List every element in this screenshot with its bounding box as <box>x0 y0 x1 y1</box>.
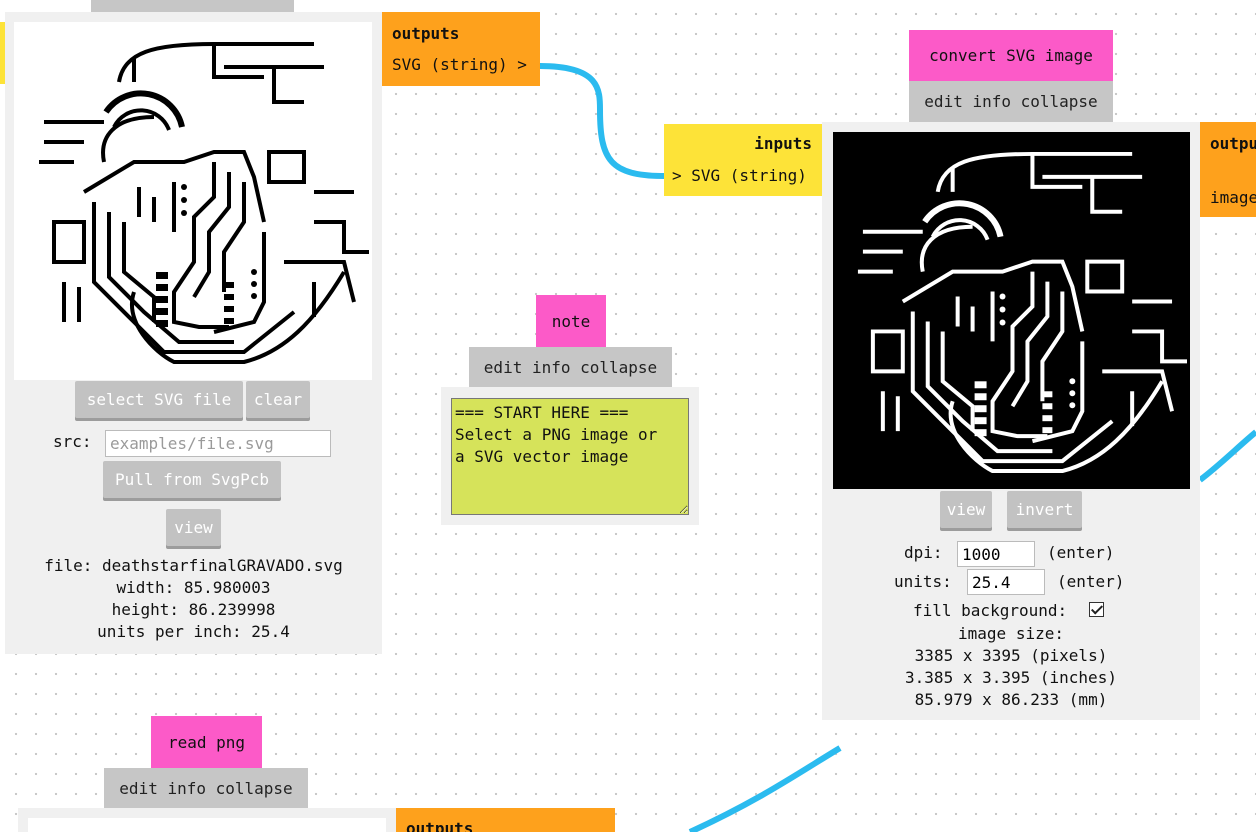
pcb-preview-svg <box>39 42 369 364</box>
src-input[interactable] <box>105 430 331 457</box>
image-size-mm: 85.979 x 86.233 (mm) <box>914 690 1108 709</box>
image-size-label: image size: <box>958 624 1064 643</box>
dpi-input[interactable] <box>957 541 1035 567</box>
convert-outputs: outpu image <box>1200 122 1256 217</box>
image-size-inches: 3.385 x 3.395 (inches) <box>905 668 1117 687</box>
svg-module-outputs: outputs SVG (string) > <box>382 12 540 86</box>
svg-view-button[interactable]: view <box>166 509 221 546</box>
note-textarea[interactable] <box>451 398 689 515</box>
select-svg-file-button[interactable]: select SVG file <box>75 381 243 418</box>
read-png-title[interactable]: read png <box>151 716 262 768</box>
svg-module-panel: select SVG file clear src: Pull from Svg… <box>5 12 382 654</box>
read-png-panel <box>18 808 396 832</box>
src-label: src: <box>53 432 92 451</box>
converted-image-preview <box>833 132 1190 489</box>
dpi-label: dpi: <box>904 543 943 562</box>
svg-units-per-inch: units per inch: 25.4 <box>97 622 290 641</box>
image-size-pixels: 3385 x 3395 (pixels) <box>914 646 1108 665</box>
svg-width: width: 85.980003 <box>116 578 271 597</box>
units-label: units: <box>894 572 952 591</box>
note-title[interactable]: note <box>536 295 606 347</box>
svg-file-name: file: deathstarfinalGRAVADO.svg <box>44 556 343 575</box>
convert-edit-bar[interactable]: edit info collapse <box>909 81 1113 122</box>
pull-from-svgpcb-button[interactable]: Pull from SvgPcb <box>103 461 281 498</box>
units-enter-hint: (enter) <box>1057 572 1125 591</box>
svg-module-inputs-partial <box>0 22 5 84</box>
convert-inputs: inputs > SVG (string) <box>664 124 822 196</box>
image-output-port[interactable]: image <box>1210 188 1256 207</box>
clear-button[interactable]: clear <box>246 381 310 418</box>
converted-pcb-svg <box>857 151 1188 474</box>
fill-background-checkbox[interactable] <box>1089 602 1104 617</box>
read-png-preview <box>28 818 386 832</box>
svg-height: height: 86.239998 <box>111 600 276 619</box>
convert-svg-title[interactable]: convert SVG image <box>909 30 1113 81</box>
read-png-outputs-label: outputs <box>406 819 474 832</box>
outputs-label: outputs <box>392 24 460 43</box>
invert-button[interactable]: invert <box>1007 491 1082 528</box>
svg-preview-image <box>14 22 372 380</box>
note-edit-bar[interactable]: edit info collapse <box>469 347 672 387</box>
wire-bottom <box>688 745 842 832</box>
inputs-label: inputs <box>754 134 812 153</box>
read-png-edit-bar[interactable]: edit info collapse <box>104 768 308 808</box>
svg-module-title-bar-partial <box>91 0 294 12</box>
convert-view-button[interactable]: view <box>940 491 992 528</box>
fill-background-label: fill background: <box>913 601 1068 620</box>
note-panel <box>441 387 699 525</box>
svg-input-port[interactable]: > SVG (string) <box>672 166 807 185</box>
dpi-enter-hint: (enter) <box>1047 543 1115 562</box>
wire-image-output <box>1198 429 1256 483</box>
svg-output-port[interactable]: SVG (string) > <box>392 55 527 74</box>
convert-outputs-label: outpu <box>1210 134 1256 153</box>
convert-panel: view invert dpi: (enter) units: (enter) … <box>822 122 1200 720</box>
units-input[interactable] <box>967 569 1045 595</box>
wire-svg-to-convert <box>539 63 666 179</box>
read-png-outputs: outputs <box>396 808 615 832</box>
